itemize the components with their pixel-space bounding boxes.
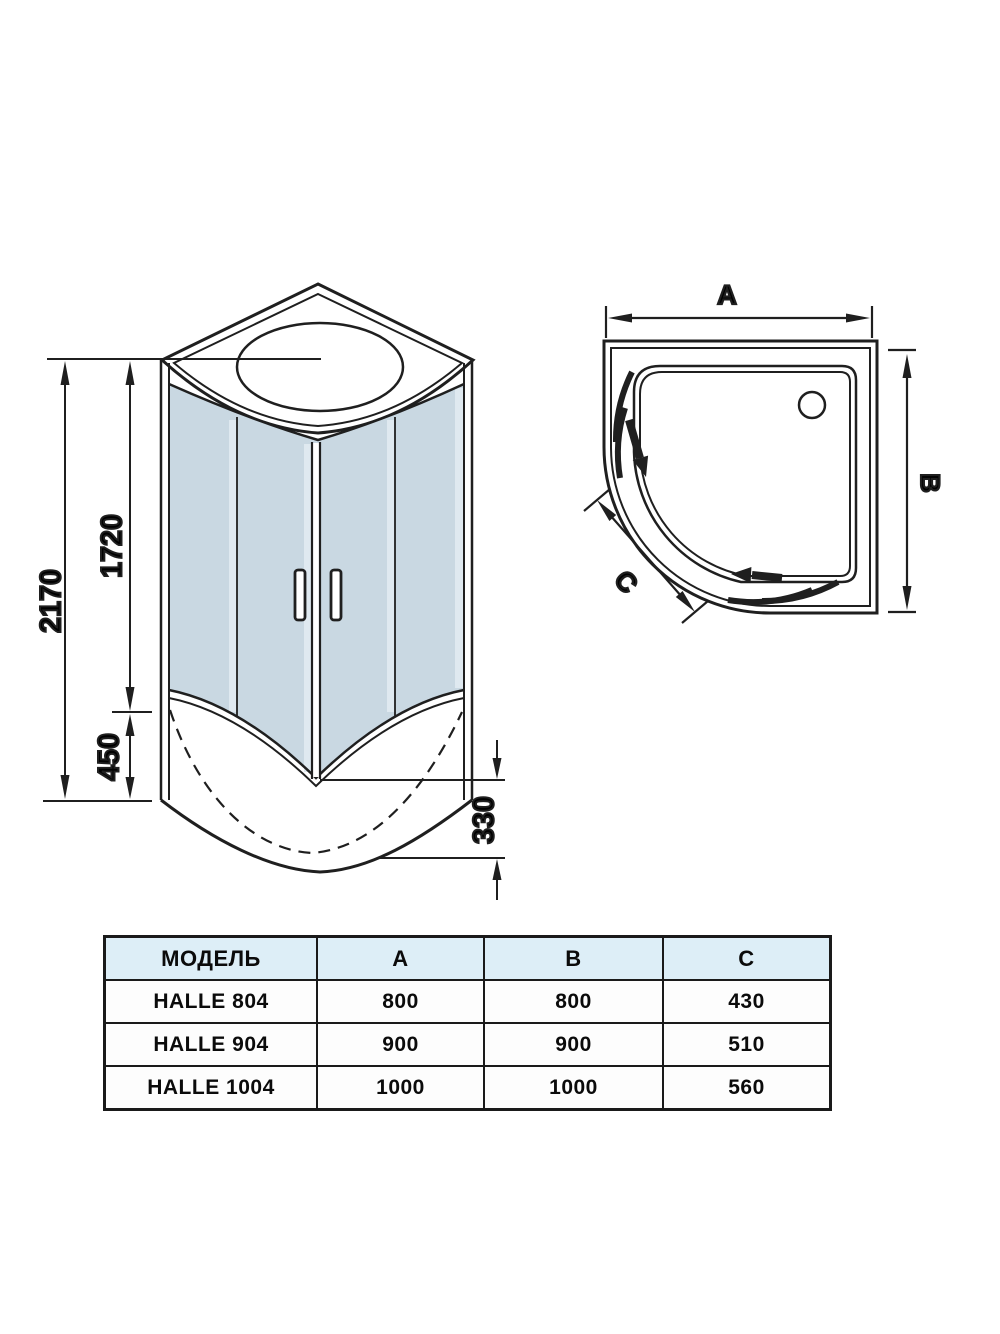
dim-depth-b-label: B	[915, 473, 945, 493]
door-direction-arrows	[625, 418, 783, 583]
column-header-c: C	[662, 935, 832, 981]
door-handle-left	[293, 568, 307, 622]
arrowhead-icon	[125, 361, 135, 385]
model-name: HALLE 804	[103, 979, 318, 1024]
value-b: 1000	[483, 1065, 664, 1111]
dim-tray-height-label: 450	[93, 733, 126, 781]
tray-rim-inner	[639, 371, 851, 577]
arrowhead-icon	[846, 313, 870, 323]
arrow-left-icon	[731, 567, 752, 583]
value-a: 900	[316, 1022, 485, 1067]
tray-rim-outer	[632, 364, 858, 584]
arrowhead-icon	[60, 775, 70, 799]
table-row: HALLE 1004 1000 1000 560	[103, 1065, 832, 1111]
value-c: 510	[662, 1022, 832, 1067]
arrowhead-icon	[902, 354, 912, 378]
dim-tray-front-depth-label: 330	[468, 796, 501, 844]
column-header-b: B	[483, 935, 664, 981]
door-meeting-gap	[313, 443, 319, 777]
arrowhead-icon	[125, 714, 135, 736]
top-view	[602, 339, 879, 615]
arrowhead-icon	[125, 687, 135, 711]
roof-dome-ellipse	[235, 321, 405, 413]
arrowhead-icon	[902, 586, 912, 610]
table-header-row: МОДЕЛЬ A B C	[103, 935, 832, 981]
dim-width-a-label: A	[717, 280, 737, 310]
column-header-model: МОДЕЛЬ	[103, 935, 318, 981]
arrowhead-icon	[608, 313, 632, 323]
door-handle-right	[329, 568, 343, 622]
column-header-a: A	[316, 935, 485, 981]
value-a: 1000	[316, 1065, 485, 1111]
table-row: HALLE 804 800 800 430	[103, 979, 832, 1024]
value-c: 560	[662, 1065, 832, 1111]
arrowhead-icon	[125, 777, 135, 799]
arrowhead-icon	[597, 500, 617, 521]
drain-icon	[797, 390, 827, 420]
dim-glass-height-label: 1720	[96, 514, 129, 578]
arrow-down-icon	[632, 455, 649, 477]
front-view-dimensions: 2170 1720 450 330	[34, 358, 505, 900]
value-c: 430	[662, 979, 832, 1024]
arrowhead-icon	[675, 591, 695, 612]
model-name: HALLE 904	[103, 1022, 318, 1067]
value-b: 800	[483, 979, 664, 1024]
front-view	[159, 282, 476, 874]
glass-bottom-edge	[168, 688, 465, 780]
spec-table: МОДЕЛЬ A B C HALLE 804 800 800 430 HALLE…	[103, 935, 832, 1111]
arrowhead-icon	[492, 859, 502, 880]
arrowhead-icon	[60, 361, 70, 385]
bottom-door-rail	[168, 697, 465, 788]
value-a: 800	[316, 979, 485, 1024]
dim-entry-c-label: C	[608, 565, 643, 599]
dim-overall-height-label: 2170	[35, 569, 68, 633]
value-b: 900	[483, 1022, 664, 1067]
tray-front-bottom-edge	[160, 798, 473, 874]
technical-drawing: 2170 1720 450 330	[34, 279, 946, 900]
model-name: HALLE 1004	[103, 1065, 318, 1111]
arrowhead-icon	[492, 758, 502, 779]
glass-top-edge	[168, 382, 465, 442]
tray-inner-dashed-edge	[168, 709, 463, 855]
glass-highlight-strips	[229, 388, 463, 772]
roof-platform-inner-outline	[172, 292, 464, 428]
table-row: HALLE 904 900 900 510	[103, 1022, 832, 1067]
sliding-door-arcs	[612, 370, 840, 605]
